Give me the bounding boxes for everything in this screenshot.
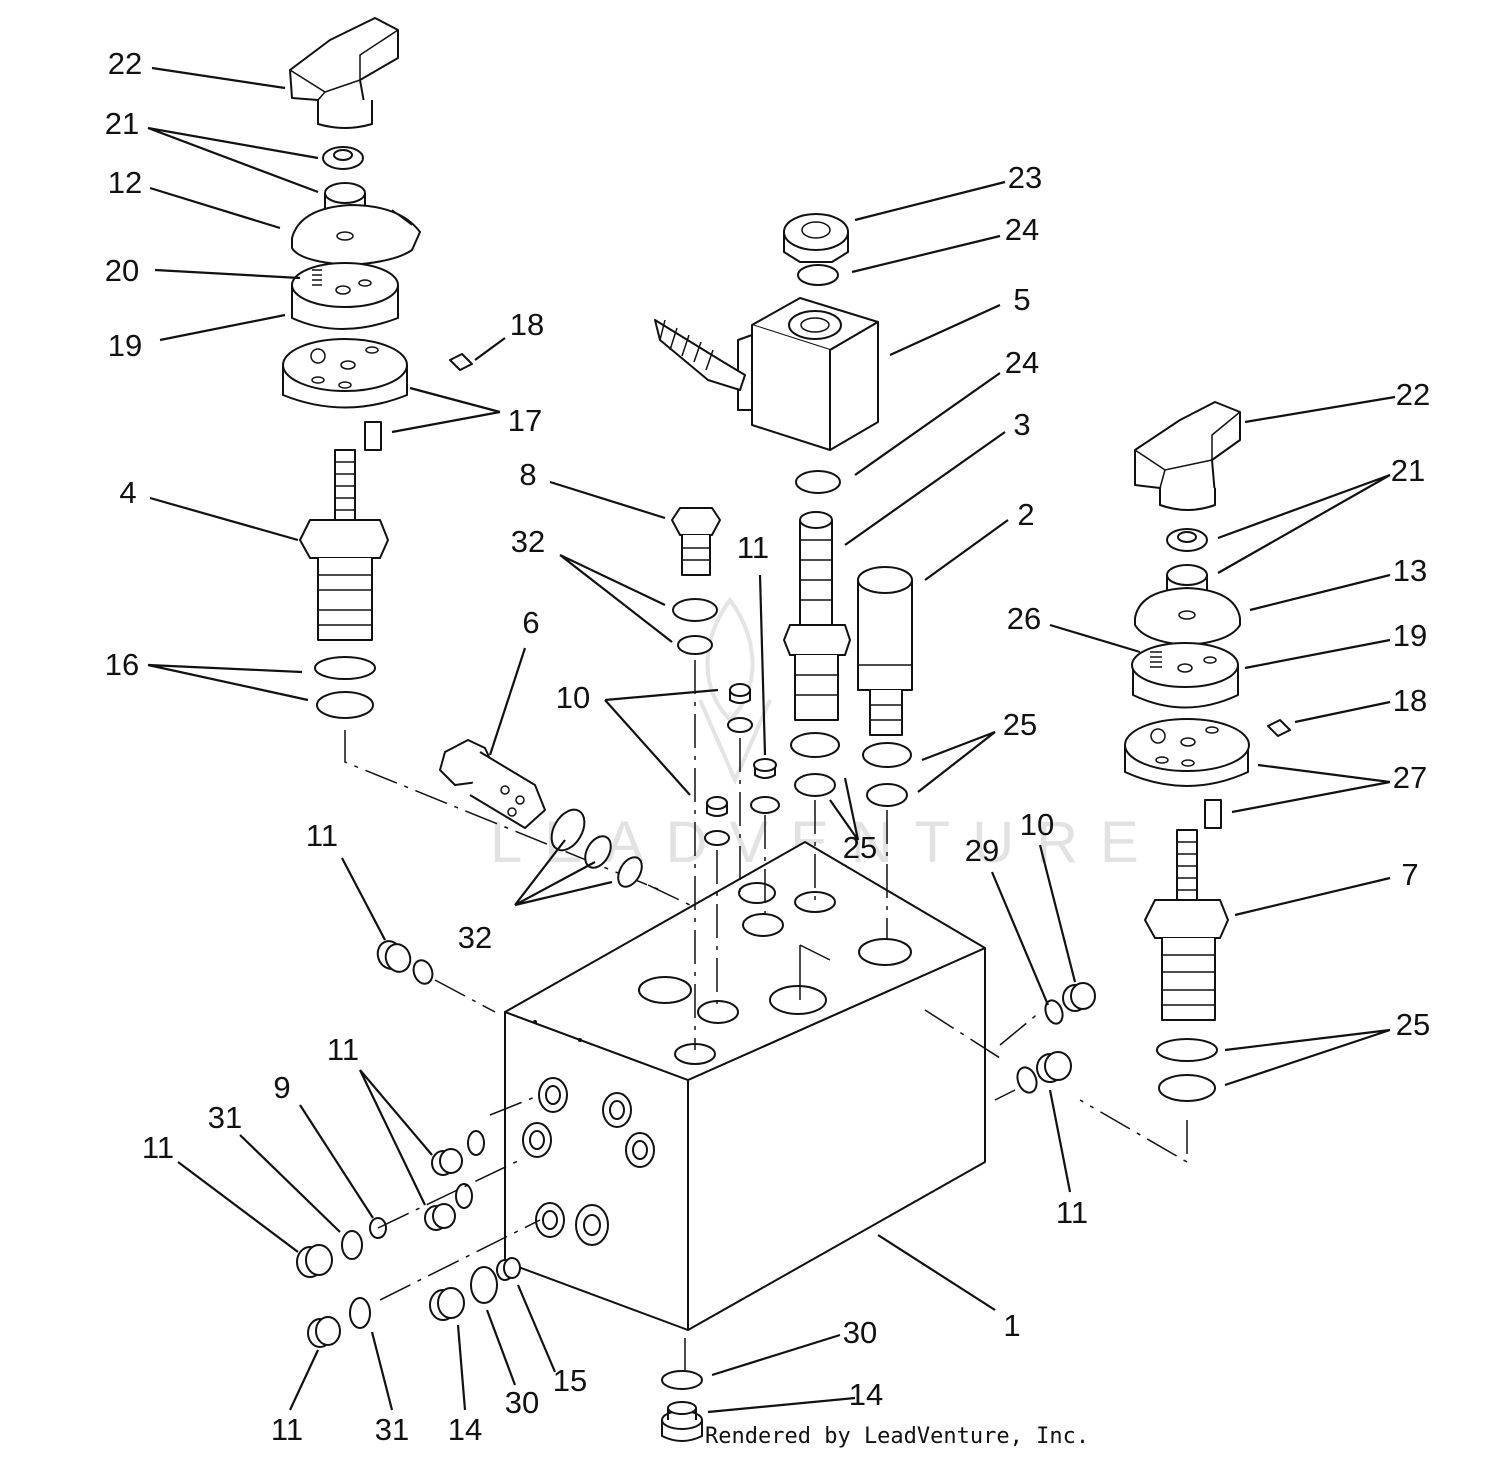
callout-23: 23 <box>1008 160 1042 195</box>
plug-11-center <box>750 758 780 814</box>
callout-31-upper: 31 <box>208 1100 242 1135</box>
callout-21-left: 21 <box>105 106 139 141</box>
callout-12: 12 <box>108 165 142 200</box>
plugs-10-center <box>704 683 753 846</box>
axis-lines-front <box>377 1094 541 1301</box>
axis-lines-center <box>814 800 888 940</box>
plug-11-right <box>1016 1051 1072 1094</box>
callout-32-upper: 32 <box>511 524 545 559</box>
callout-3: 3 <box>1013 407 1030 442</box>
callout-24-lower: 24 <box>1005 345 1039 380</box>
set-screw-18-left <box>449 353 473 371</box>
callout-26: 26 <box>1007 601 1041 636</box>
o-rings-16 <box>314 656 376 719</box>
check-valve-6 <box>439 739 546 829</box>
callout-4: 4 <box>119 475 136 510</box>
callout-30-front: 30 <box>505 1385 539 1420</box>
callout-20: 20 <box>105 253 139 288</box>
plug-10-right <box>1044 982 1096 1025</box>
pin-17-left <box>364 421 382 451</box>
o-rings-32-upper <box>672 598 718 655</box>
washer-24-upper <box>797 264 839 286</box>
callout-14-bottom: 14 <box>849 1377 883 1412</box>
bottom-plug-14 <box>661 1370 703 1442</box>
callout-22-right: 22 <box>1396 377 1430 412</box>
callout-1: 1 <box>1003 1308 1020 1343</box>
axis-lines-plugs <box>694 660 766 1050</box>
axis-line-right <box>1079 1099 1188 1164</box>
callout-14-front: 14 <box>448 1412 482 1447</box>
knob-22-right <box>1134 401 1241 511</box>
plate-13 <box>1134 587 1241 646</box>
callout-13: 13 <box>1393 553 1427 588</box>
detent-disc-19-right <box>1131 642 1239 709</box>
nut-23 <box>783 213 849 263</box>
callout-11-left-block: 11 <box>306 818 338 853</box>
callout-31-lower: 31 <box>375 1412 409 1447</box>
callout-30-bottom: 30 <box>843 1315 877 1350</box>
callout-6: 6 <box>522 605 539 640</box>
callout-19-right: 19 <box>1393 618 1427 653</box>
callout-11-front: 11 <box>327 1032 359 1067</box>
solenoid-coil-5 <box>654 297 879 451</box>
plate-12 <box>291 204 421 266</box>
callout-17: 17 <box>508 403 542 438</box>
render-credit: Rendered by LeadVenture, Inc. <box>705 1424 1089 1449</box>
callout-10-center: 10 <box>556 680 590 715</box>
callout-25-right: 25 <box>1396 1007 1430 1042</box>
nut-21-upper-right <box>1166 528 1208 552</box>
pin-27 <box>1204 799 1222 829</box>
callout-29: 29 <box>965 833 999 868</box>
knob-22-left <box>289 17 399 129</box>
valve-cartridge-4 <box>299 449 389 641</box>
o-rings-25-center <box>790 732 912 807</box>
axis-line-valve-6 <box>647 884 691 906</box>
callout-15: 15 <box>553 1363 587 1398</box>
nut-21-upper-left <box>322 146 364 170</box>
front-plugs <box>296 1130 521 1348</box>
washer-24-lower <box>795 470 841 494</box>
callout-27: 27 <box>1393 760 1427 795</box>
callout-7: 7 <box>1401 857 1418 892</box>
detent-base-27 <box>1124 718 1250 787</box>
axis-line-plug-11 <box>434 979 496 1013</box>
callout-25-center: 25 <box>843 830 877 865</box>
detent-disc-19-left <box>291 262 399 330</box>
callout-19-left: 19 <box>108 328 142 363</box>
callout-5: 5 <box>1013 282 1030 317</box>
callout-9: 9 <box>273 1070 290 1105</box>
o-rings-25-right <box>1156 1038 1218 1102</box>
callout-labels: 22 21 12 20 19 18 17 4 16 23 24 5 24 3 8… <box>105 46 1430 1447</box>
callout-32-lower: 32 <box>458 920 492 955</box>
solenoid-valve-stem-3 <box>783 511 851 721</box>
callout-11-right: 11 <box>1056 1195 1088 1230</box>
callout-22-left: 22 <box>108 46 142 81</box>
manifold-block <box>504 841 986 1331</box>
callout-11-center: 11 <box>737 530 769 565</box>
leader-lines <box>147 66 1396 1414</box>
o-rings-32-lower <box>550 808 643 888</box>
callout-18-right: 18 <box>1393 683 1427 718</box>
relief-valve-2 <box>857 566 913 736</box>
axis-lines-right-plugs <box>924 1009 1041 1101</box>
plug-8 <box>671 507 721 576</box>
callout-16: 16 <box>105 647 139 682</box>
callout-8: 8 <box>519 457 536 492</box>
callout-11-far-left: 11 <box>142 1130 174 1165</box>
plug-11-left-block <box>376 940 434 985</box>
callout-24-upper: 24 <box>1005 212 1039 247</box>
callout-2: 2 <box>1017 497 1034 532</box>
valve-cartridge-7 <box>1144 829 1229 1021</box>
set-screw-18-right <box>1267 719 1291 737</box>
detent-base-17-left <box>282 338 408 409</box>
callout-10-right: 10 <box>1020 807 1054 842</box>
callout-18-left: 18 <box>510 307 544 342</box>
callout-21-right: 21 <box>1391 453 1425 488</box>
callout-25-center-right: 25 <box>1003 707 1037 742</box>
callout-11-bottom-left: 11 <box>271 1412 303 1447</box>
